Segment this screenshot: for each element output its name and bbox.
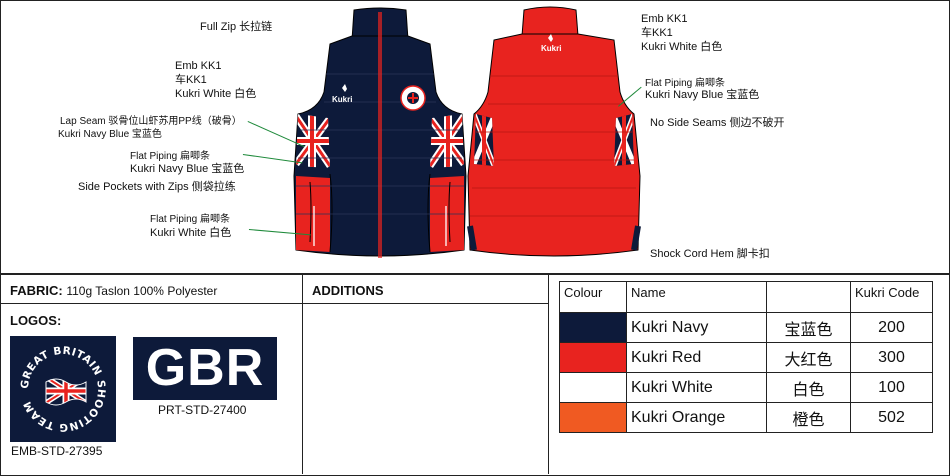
gbst-logo-code: EMB-STD-27395: [11, 444, 103, 458]
vest-back-drawing: [467, 6, 641, 257]
gbr-logo: GBR: [133, 337, 277, 400]
vest-front-drawing: [293, 7, 467, 258]
colour-name: Kukri Orange: [626, 402, 767, 433]
fabric-info: FABRIC: 110g Taslon 100% Polyester: [10, 283, 217, 298]
annotation-no-side-seams: No Side Seams 侧边不破开: [650, 117, 785, 129]
gbr-logo-code: PRT-STD-27400: [158, 403, 247, 417]
colour-swatch: [559, 372, 627, 403]
colour-code: 100: [850, 372, 933, 403]
colour-row: Kukri Red 大红色 300: [559, 342, 933, 373]
divider-additions-colours: [548, 274, 549, 474]
colour-name: Kukri Red: [626, 342, 767, 373]
header-colour: Colour: [559, 281, 627, 313]
colour-name-cn: 大红色: [766, 342, 851, 373]
header-blank: [766, 281, 851, 313]
header-kukri-code: Kukri Code: [850, 281, 933, 313]
colour-name: Kukri Navy: [626, 312, 767, 343]
vest-back-brand: Kukri: [541, 44, 562, 53]
colour-swatch: [559, 312, 627, 343]
annotation-side-pockets: Side Pockets with Zips 侧袋拉练: [78, 181, 236, 193]
logos-label: LOGOS:: [10, 313, 62, 328]
colour-row: Kukri Orange 橙色 502: [559, 402, 933, 433]
additions-label: ADDITIONS: [312, 283, 384, 298]
colour-code: 200: [850, 312, 933, 343]
colour-name-cn: 白色: [766, 372, 851, 403]
colour-row: Kukri Navy 宝蓝色 200: [559, 312, 933, 343]
colour-name-cn: 宝蓝色: [766, 312, 851, 343]
fabric-divider: [0, 303, 548, 304]
annotation-shock-cord: Shock Cord Hem 脚卡扣: [650, 248, 770, 260]
gb-shooting-team-logo: GREAT BRITAIN SHOOTING TEAM: [10, 336, 116, 442]
colour-row: Kukri White 白色 100: [559, 372, 933, 403]
colour-name-cn: 橙色: [766, 402, 851, 433]
colour-swatch: [559, 402, 627, 433]
fabric-value: 110g Taslon 100% Polyester: [66, 284, 218, 298]
colour-name: Kukri White: [626, 372, 767, 403]
gbr-logo-text: GBR: [145, 339, 265, 397]
divider-fabric-additions: [302, 274, 303, 474]
colour-code: 502: [850, 402, 933, 433]
vest-front-brand: Kukri: [332, 95, 353, 104]
section-divider: [0, 273, 950, 275]
header-name: Name: [626, 281, 767, 313]
colour-table-header: Colour Name Kukri Code: [559, 281, 933, 313]
colour-code: 300: [850, 342, 933, 373]
colour-swatch: [559, 342, 627, 373]
annotation-full-zip: Full Zip 长拉链: [200, 21, 273, 33]
fabric-label: FABRIC:: [10, 283, 63, 298]
colour-table: Colour Name Kukri Code Kukri Navy 宝蓝色 20…: [559, 281, 933, 433]
gb-shooting-team-emblem: GREAT BRITAIN SHOOTING TEAM: [19, 345, 107, 433]
